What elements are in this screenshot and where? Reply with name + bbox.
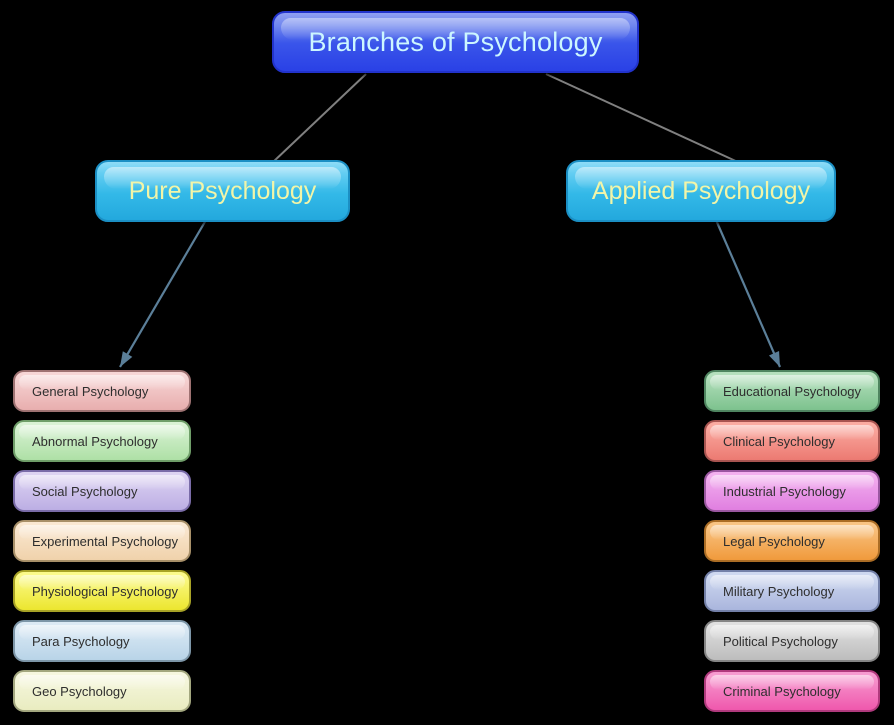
node-leaf-educational-psychology[interactable]: Educational Psychology [704, 370, 880, 412]
node-leaf-label: General Psychology [32, 383, 149, 399]
node-leaf-label: Industrial Psychology [723, 483, 846, 499]
node-leaf-label: Social Psychology [32, 483, 138, 499]
node-leaf-label: Experimental Psychology [32, 533, 178, 549]
node-leaf-label: Abnormal Psychology [32, 433, 158, 449]
node-leaf-social-psychology[interactable]: Social Psychology [13, 470, 191, 512]
node-leaf-label: Educational Psychology [723, 383, 862, 399]
node-leaf-geo-psychology[interactable]: Geo Psychology [13, 670, 191, 712]
node-leaf-label: Legal Psychology [723, 533, 825, 549]
node-leaf-label: Physiological Psychology [32, 583, 178, 599]
node-leaf-legal-psychology[interactable]: Legal Psychology [704, 520, 880, 562]
node-branch-applied[interactable]: Applied Psychology [566, 160, 836, 222]
node-leaf-para-psychology[interactable]: Para Psychology [13, 620, 191, 662]
node-leaf-label: Political Psychology [723, 633, 838, 649]
node-leaf-label: Geo Psychology [32, 683, 127, 699]
connector-pure-to-leaves [119, 219, 207, 368]
node-branch-applied-label: Applied Psychology [591, 176, 811, 205]
node-branch-pure[interactable]: Pure Psychology [95, 160, 350, 222]
node-leaf-label: Military Psychology [723, 583, 835, 599]
node-leaf-label: Para Psychology [32, 633, 130, 649]
connector-applied-to-leaves [714, 219, 782, 368]
node-leaf-clinical-psychology[interactable]: Clinical Psychology [704, 420, 880, 462]
node-root[interactable]: Branches of Psychology [272, 11, 639, 73]
node-leaf-abnormal-psychology[interactable]: Abnormal Psychology [13, 420, 191, 462]
node-leaf-political-psychology[interactable]: Political Psychology [704, 620, 880, 662]
node-leaf-general-psychology[interactable]: General Psychology [13, 370, 191, 412]
node-root-label: Branches of Psychology [308, 26, 603, 57]
arrowhead-applied-to-leaves [768, 351, 780, 367]
node-leaf-industrial-psychology[interactable]: Industrial Psychology [704, 470, 880, 512]
node-leaf-label: Criminal Psychology [723, 683, 841, 699]
arrowhead-pure-to-leaves [120, 351, 133, 367]
node-branch-pure-label: Pure Psychology [128, 176, 317, 205]
node-leaf-physiological-psychology[interactable]: Physiological Psychology [13, 570, 191, 612]
node-leaf-label: Clinical Psychology [723, 433, 835, 449]
node-leaf-experimental-psychology[interactable]: Experimental Psychology [13, 520, 191, 562]
connector-root-to-applied [545, 73, 741, 164]
node-leaf-military-psychology[interactable]: Military Psychology [704, 570, 880, 612]
connector-root-to-pure [271, 73, 367, 164]
node-leaf-criminal-psychology[interactable]: Criminal Psychology [704, 670, 880, 712]
